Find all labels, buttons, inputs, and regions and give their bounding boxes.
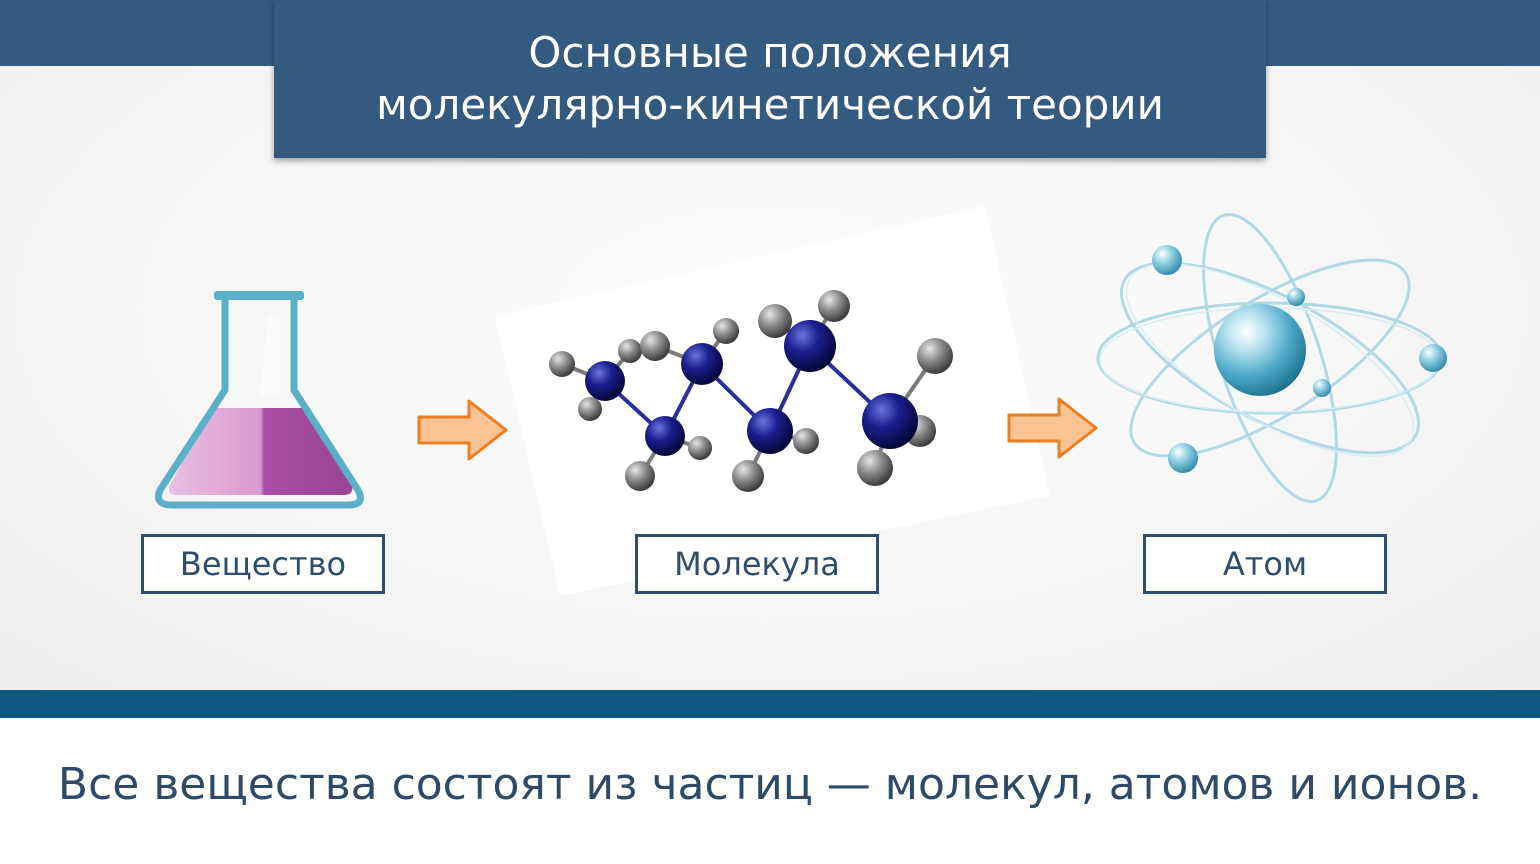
arrow-right-icon (414, 395, 510, 465)
flask-icon (140, 285, 380, 515)
arrow-right-icon (1004, 393, 1100, 463)
atom-icon (1085, 210, 1465, 510)
label-text: Молекула (674, 545, 840, 583)
bottom-bar (0, 690, 1540, 718)
molecule-icon (490, 206, 1050, 596)
caption-text: Все вещества состоят из частиц — молекул… (57, 759, 1483, 810)
title-banner: Основные положения молекулярно-кинетичес… (274, 0, 1266, 158)
label-text: Вещество (179, 545, 347, 583)
title-line-2: молекулярно-кинетической теории (376, 80, 1164, 129)
label-molecule: Молекула (635, 534, 879, 594)
label-text: Атом (1222, 545, 1308, 583)
label-atom: Атом (1143, 534, 1387, 594)
label-substance: Вещество (141, 534, 385, 594)
title-line-1: Основные положения (528, 28, 1012, 77)
